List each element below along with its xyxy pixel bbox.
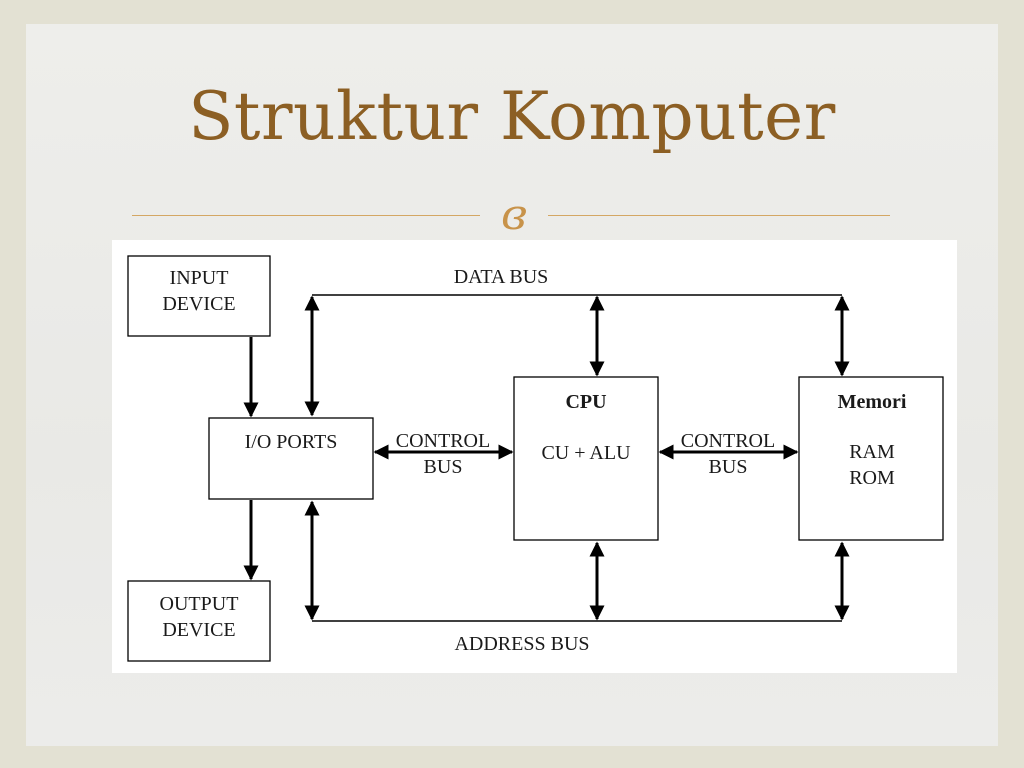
computer-structure-diagram: INPUT DEVICE I/O PORTS OUTPUT DEVICE DAT… <box>112 240 957 673</box>
address-bus-label: ADDRESS BUS <box>454 633 589 655</box>
output-device-label-1: OUTPUT <box>160 593 239 615</box>
cpu-title: CPU <box>565 391 606 413</box>
input-device-label-2: DEVICE <box>162 293 235 315</box>
io-ports-label: I/O PORTS <box>245 431 338 453</box>
output-device-label-2: DEVICE <box>162 619 235 641</box>
memori-title: Memori <box>838 391 907 413</box>
title-divider-left <box>132 215 480 216</box>
slide-title: Struktur Komputer <box>188 78 836 155</box>
memori-rom: ROM <box>849 467 895 489</box>
control-bus-2-label-2: BUS <box>709 456 748 478</box>
output-device-box <box>127 580 271 662</box>
memori-ram: RAM <box>849 441 895 463</box>
cpu-content: CU + ALU <box>541 442 631 464</box>
control-bus-2-label-1: CONTROL <box>681 430 775 452</box>
memori-box <box>798 376 944 541</box>
cpu-box <box>513 376 659 541</box>
data-bus-label: DATA BUS <box>454 266 549 288</box>
input-device-box <box>127 255 271 337</box>
ornament-icon: ɞ <box>501 190 527 239</box>
diagram-canvas: INPUT DEVICE I/O PORTS OUTPUT DEVICE DAT… <box>127 255 944 662</box>
io-ports-box <box>208 417 374 500</box>
control-bus-1-label-2: BUS <box>424 456 463 478</box>
title-divider-right <box>548 215 890 216</box>
input-device-label-1: INPUT <box>170 267 229 289</box>
control-bus-1-label-1: CONTROL <box>396 430 490 452</box>
